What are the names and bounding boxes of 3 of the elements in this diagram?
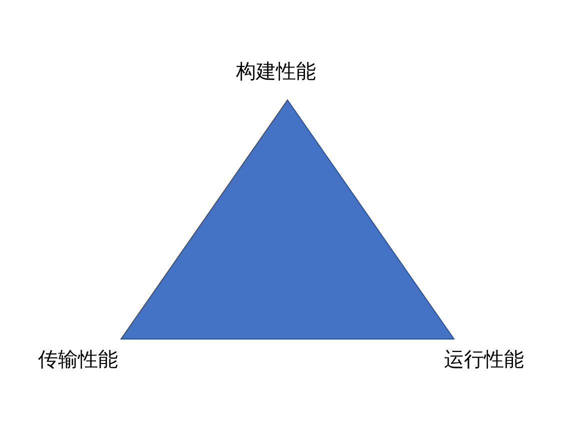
corner-label: 传输性能 bbox=[38, 347, 118, 371]
corner-label: 构建性能 bbox=[236, 59, 316, 83]
corner-label: 运行性能 bbox=[444, 347, 524, 371]
